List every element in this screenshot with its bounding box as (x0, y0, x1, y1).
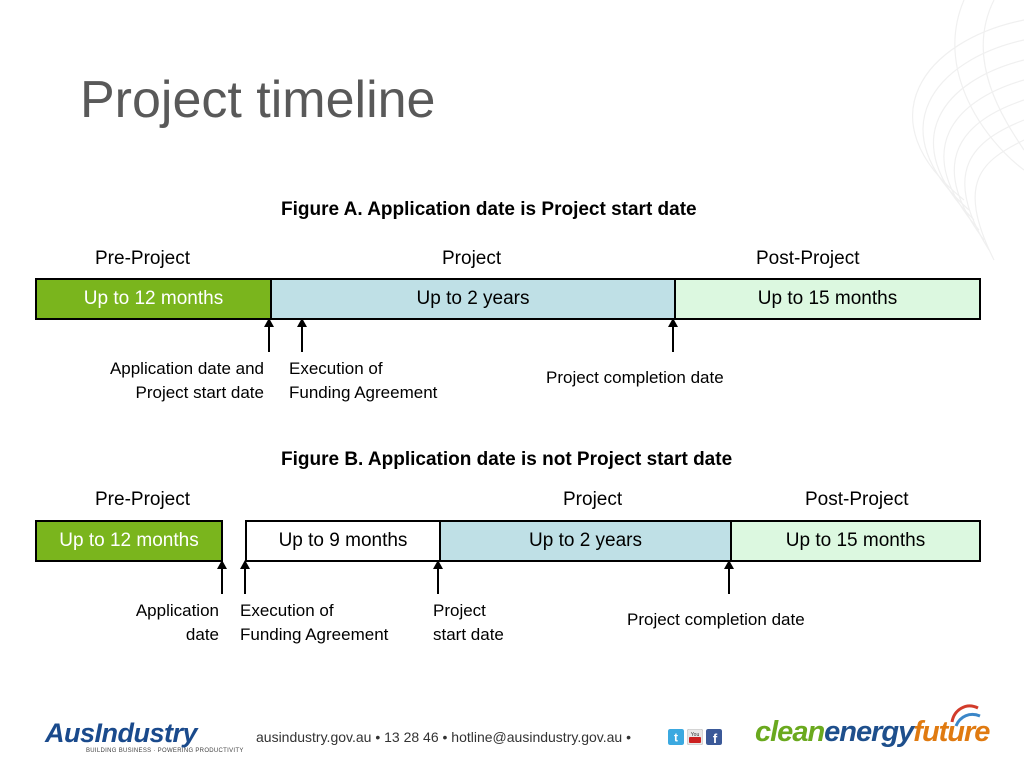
figure-b-label-execution-line1: Execution of (240, 601, 334, 620)
figure-a-phase-post: Post-Project (756, 248, 860, 269)
figure-a-label-application-line2: Project start date (135, 383, 264, 402)
figure-a-phase-pre: Pre-Project (95, 248, 191, 269)
figure-a-phase-project: Project (442, 248, 502, 269)
arrow-up-icon (240, 560, 250, 594)
figure-b-label-execution: Execution of Funding Agreement (240, 599, 388, 647)
figure-a-bar-post: Up to 15 months (674, 278, 981, 320)
figure-b-label-start: Project start date (433, 599, 504, 647)
figure-b-label-completion: Project completion date (627, 610, 805, 629)
figure-b-bar-gap: Up to 9 months (245, 520, 441, 562)
figure-b-bar-pre: Up to 12 months (35, 520, 223, 562)
ausindustry-tagline: BUILDING BUSINESS · POWERING PRODUCTIVIT… (86, 748, 244, 754)
footer-contact: ausindustry.gov.au • 13 28 46 • hotline@… (256, 729, 631, 745)
arrow-up-icon (264, 318, 274, 352)
arrow-up-icon (297, 318, 307, 352)
figure-a-title: Figure A. Application date is Project st… (281, 199, 697, 220)
twitter-icon[interactable]: t (668, 729, 684, 745)
arrow-up-icon (217, 560, 227, 594)
figure-b-phase-pre: Pre-Project (95, 489, 191, 510)
figure-a-label-execution: Execution of Funding Agreement (289, 357, 437, 405)
figure-a-label-application-line1: Application date and (109, 359, 264, 378)
figure-b-label-application-line1: Application (135, 601, 219, 620)
svg-text:You: You (691, 732, 700, 738)
arrow-up-icon (724, 560, 734, 594)
logo-energy: energy (824, 716, 914, 748)
figure-b-bar-project: Up to 2 years (439, 520, 732, 562)
figure-b-label-application-line2: date (185, 625, 219, 644)
figure-b-bar-post: Up to 15 months (730, 520, 981, 562)
figure-b-label-start-line2: start date (433, 625, 504, 644)
figure-b-label-application: Application date (100, 599, 219, 647)
figure-a-bar-pre: Up to 12 months (35, 278, 272, 320)
youtube-icon[interactable]: You (687, 729, 703, 745)
figure-b-title: Figure B. Application date is not Projec… (281, 449, 733, 470)
svg-text:t: t (674, 731, 678, 745)
figure-a-label-completion: Project completion date (546, 368, 724, 387)
figure-b-phase-post: Post-Project (805, 489, 909, 510)
australia-swoosh-icon (950, 704, 981, 727)
facebook-icon[interactable]: f (706, 729, 722, 745)
figure-a-label-application: Application date and Project start date (60, 357, 264, 405)
figure-a-label-execution-line1: Execution of (289, 359, 383, 378)
logo-clean: clean (755, 716, 825, 748)
svg-text:f: f (713, 731, 718, 745)
arrow-up-icon (433, 560, 443, 594)
figure-b-label-execution-line2: Funding Agreement (240, 625, 389, 644)
ausindustry-logo: AusIndustry (45, 718, 198, 748)
figure-a-bar-project: Up to 2 years (270, 278, 676, 320)
figure-b-label-start-line1: Project (433, 601, 486, 620)
figure-b-phase-project: Project (563, 489, 623, 510)
page-title: Project timeline (80, 71, 436, 129)
arrow-up-icon (668, 318, 678, 352)
figure-a-label-execution-line2: Funding Agreement (289, 383, 438, 402)
